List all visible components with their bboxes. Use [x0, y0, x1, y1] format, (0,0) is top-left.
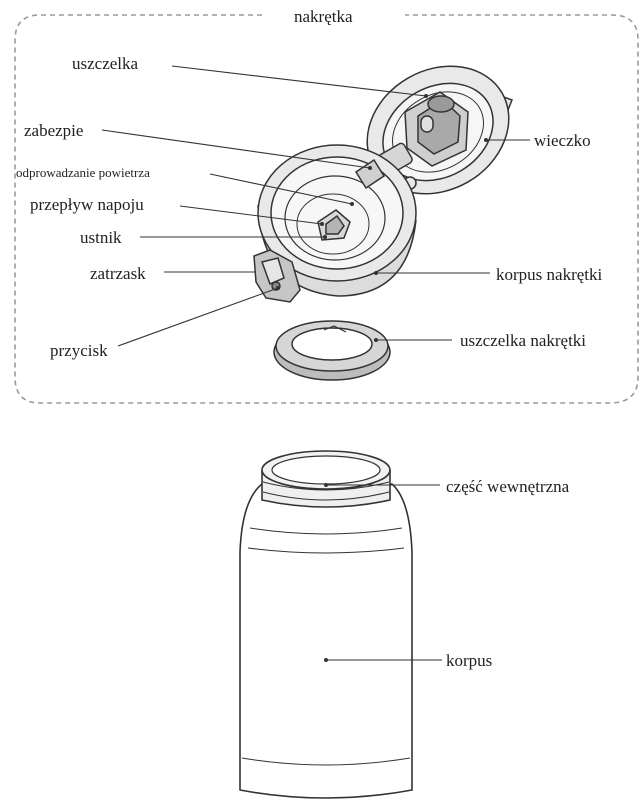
cap-panel-title: nakrętka	[288, 8, 359, 25]
label-air-vent: odprowadzanie powietrza	[16, 166, 150, 179]
leader-button	[118, 288, 278, 346]
label-button: przycisk	[50, 342, 108, 359]
label-body: korpus	[446, 652, 492, 669]
label-drink-flow: przepływ napoju	[30, 196, 144, 213]
label-inner-part: część wewnętrzna	[446, 478, 569, 495]
cap-body-drawing	[254, 145, 416, 302]
cap-seal-ring-drawing	[274, 321, 390, 380]
label-lock: zabezpie	[24, 122, 83, 139]
label-cap-body: korpus nakrętki	[496, 266, 602, 283]
label-cap-seal: uszczelka nakrętki	[460, 332, 586, 349]
label-seal: uszczelka	[72, 55, 138, 72]
leader-seal	[172, 66, 426, 96]
bottle-drawing	[240, 451, 412, 798]
label-mouthpiece: ustnik	[80, 229, 122, 246]
label-lid: wieczko	[534, 132, 591, 149]
label-latch: zatrzask	[90, 265, 146, 282]
